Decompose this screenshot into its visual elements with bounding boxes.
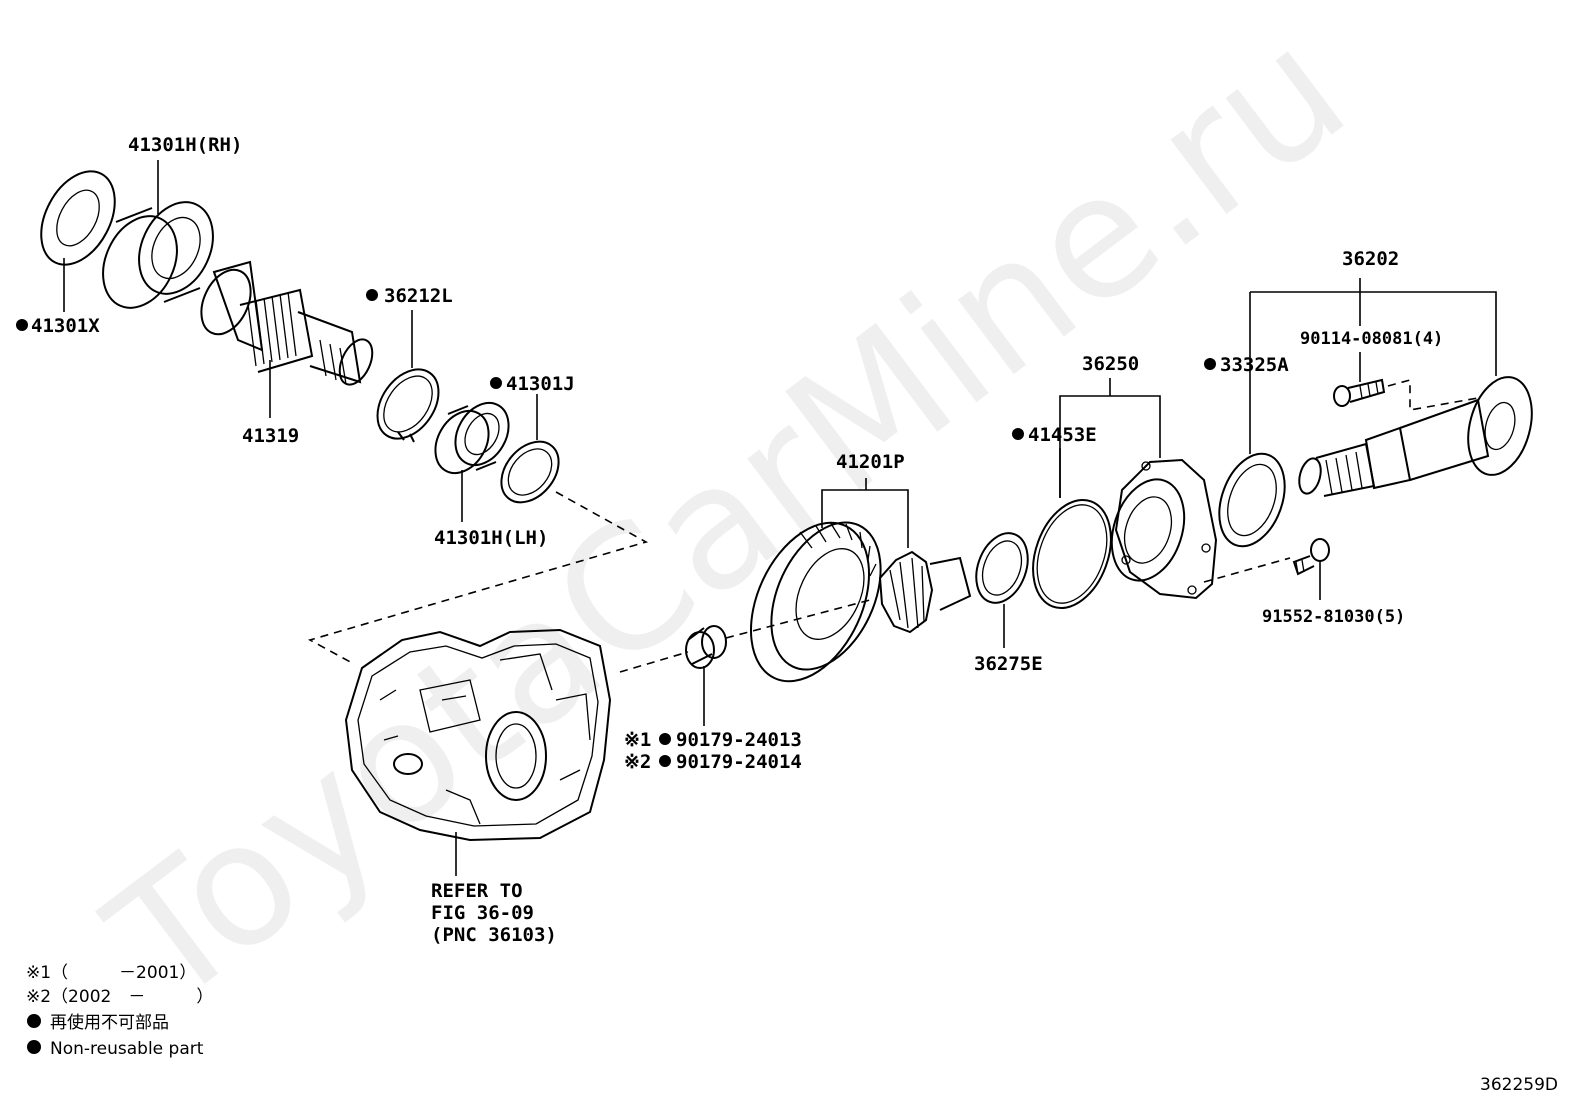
- mark-1: ※1: [624, 729, 651, 751]
- part-90114-bolt[interactable]: [1333, 378, 1386, 407]
- non-reusable-dot-36212l: [366, 289, 378, 301]
- bracket-41201p: [821, 478, 909, 548]
- label-90114-08081[interactable]: 90114-08081(4): [1300, 329, 1443, 349]
- label-41301h-rh[interactable]: 41301H(RH): [128, 134, 242, 156]
- label-90179-24013[interactable]: 90179-24013: [676, 729, 802, 751]
- part-36250-bearing-retainer[interactable]: [1100, 458, 1218, 600]
- label-90179-24014[interactable]: 90179-24014: [676, 751, 802, 773]
- label-36275e[interactable]: 36275E: [974, 653, 1043, 675]
- part-transfer-case-housing[interactable]: [344, 628, 612, 842]
- guide-line-shaft-to-case: [307, 491, 649, 665]
- non-reusable-dot-41301x: [16, 319, 28, 331]
- legend-line-2: ※2（2002 － ）: [26, 987, 213, 1007]
- part-90179-nut[interactable]: [685, 625, 727, 669]
- legend: ※1（ －2001） ※2（2002 － ） 再使用不可部品 Non-reusa…: [26, 963, 213, 1059]
- part-33325a-oil-seal[interactable]: [1207, 445, 1296, 556]
- part-41301h-lh-bearing[interactable]: [425, 393, 520, 482]
- label-36202[interactable]: 36202: [1342, 248, 1399, 270]
- non-reusable-dot-90179-2: [659, 755, 671, 767]
- part-41453e-o-ring[interactable]: [1019, 489, 1125, 619]
- label-33325a[interactable]: 33325A: [1220, 354, 1289, 376]
- refer-to-line1: REFER TO: [431, 880, 523, 902]
- label-41301x[interactable]: 41301X: [31, 315, 100, 337]
- label-41453e[interactable]: 41453E: [1028, 424, 1097, 446]
- label-91552-81030[interactable]: 91552-81030(5): [1262, 607, 1405, 627]
- part-41301x-washer[interactable]: [26, 159, 129, 277]
- label-36212l[interactable]: 36212L: [384, 285, 453, 307]
- label-41301h-lh[interactable]: 41301H(LH): [434, 527, 548, 549]
- part-41201p-pinion[interactable]: [878, 550, 972, 634]
- legend-dot-2: [27, 1040, 41, 1054]
- refer-to-line3: (PNC 36103): [431, 924, 557, 946]
- legend-line-4: Non-reusable part: [50, 1039, 204, 1059]
- mark-2: ※2: [624, 751, 651, 773]
- part-36212l-snap-ring[interactable]: [365, 358, 451, 450]
- non-reusable-dot-41453e: [1012, 428, 1024, 440]
- non-reusable-dot-90179-1: [659, 733, 671, 745]
- bracket-36202: [1250, 278, 1497, 376]
- part-36275e-shim[interactable]: [967, 526, 1037, 610]
- part-41301h-rh-bearing[interactable]: [89, 190, 227, 320]
- guide-line-nut: [619, 599, 871, 673]
- legend-line-1: ※1（ －2001）: [26, 963, 196, 983]
- label-36250[interactable]: 36250: [1082, 353, 1139, 375]
- figure-code: 362259D: [1480, 1075, 1558, 1095]
- legend-line-3: 再使用不可部品: [50, 1012, 169, 1033]
- guide-line-retainer-bolt: [1203, 557, 1291, 583]
- label-41319[interactable]: 41319: [242, 425, 299, 447]
- label-41201p[interactable]: 41201P: [836, 451, 905, 473]
- part-36202-output-flange[interactable]: [1296, 370, 1542, 497]
- part-91552-bolt[interactable]: [1292, 538, 1330, 576]
- guide-line-90114: [1387, 378, 1479, 411]
- non-reusable-dot-33325a: [1204, 358, 1216, 370]
- part-41201p-ring-gear[interactable]: [727, 504, 902, 700]
- label-41301j[interactable]: 41301J: [506, 373, 575, 395]
- non-reusable-dot-41301j: [490, 377, 502, 389]
- part-41319-shaft[interactable]: [192, 260, 379, 390]
- legend-dot-1: [27, 1014, 41, 1028]
- refer-to-line2[interactable]: FIG 36-09: [431, 902, 534, 924]
- bracket-36250: [1059, 378, 1161, 498]
- part-41301j-washer[interactable]: [490, 431, 570, 514]
